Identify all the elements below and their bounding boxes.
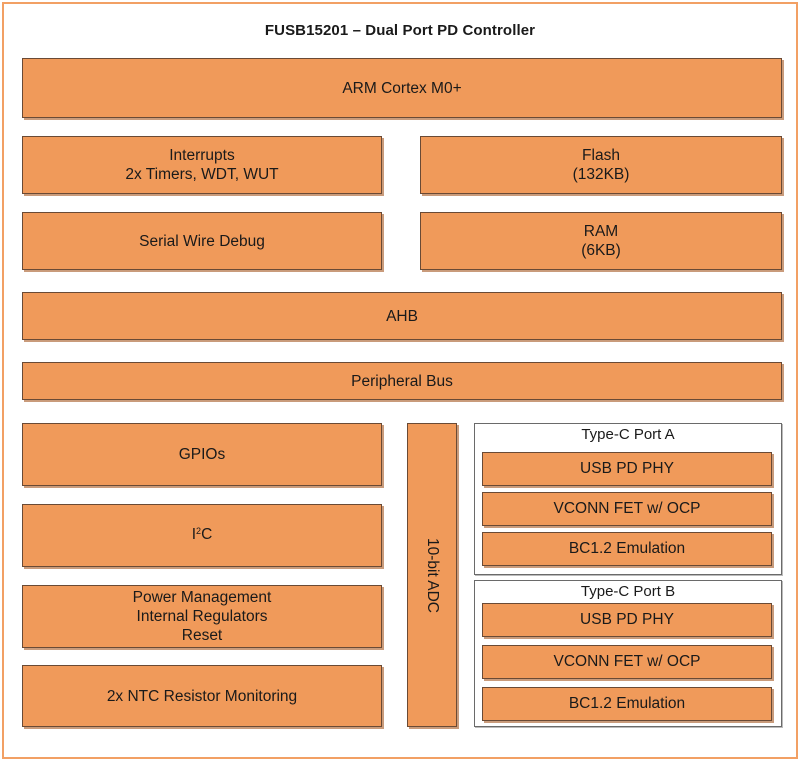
flash-label: Flash: [582, 147, 620, 164]
i2c-block: I2C: [22, 504, 382, 567]
ntc-monitoring-block: 2x NTC Resistor Monitoring: [22, 665, 382, 727]
ntc-monitoring-label: 2x NTC Resistor Monitoring: [106, 687, 298, 705]
port-a-vconn-fet: VCONN FET w/ OCP: [482, 492, 772, 526]
port-a-title: Type-C Port A: [581, 426, 675, 443]
ram-size-label: (6KB): [581, 242, 621, 259]
gpios-block: GPIOs: [22, 423, 382, 486]
port-b-bc12-emulation: BC1.2 Emulation: [482, 687, 772, 721]
ram-label: RAM: [583, 223, 619, 240]
type-c-port-a: Type-C Port A USB PD PHY VCONN FET w/ OC…: [474, 423, 782, 575]
port-a-usb-pd-phy: USB PD PHY: [482, 452, 772, 486]
port-b-title: Type-C Port B: [580, 583, 676, 600]
port-b-usb-pd-phy: USB PD PHY: [482, 603, 772, 637]
timers-label: 2x Timers, WDT, WUT: [125, 166, 279, 183]
power-management-label: Power Management: [132, 589, 272, 606]
adc-block: 10-bit ADC: [407, 423, 457, 727]
interrupts-block: Interrupts 2x Timers, WDT, WUT: [22, 136, 382, 194]
flash-size-label: (132KB): [572, 166, 630, 183]
type-c-port-b: Type-C Port B USB PD PHY VCONN FET w/ OC…: [474, 580, 782, 727]
arm-cortex-label: ARM Cortex M0+: [342, 79, 462, 97]
power-management-block: Power Management Internal Regulators Res…: [22, 585, 382, 648]
arm-cortex-block: ARM Cortex M0+: [22, 58, 782, 118]
interrupts-label: Interrupts: [169, 147, 235, 164]
port-b-vconn-fet: VCONN FET w/ OCP: [482, 645, 772, 679]
peripheral-bus-block: Peripheral Bus: [22, 362, 782, 400]
port-a-bc12-emulation: BC1.2 Emulation: [482, 532, 772, 566]
peripheral-bus-label: Peripheral Bus: [351, 372, 453, 390]
i2c-label: I2C: [191, 526, 213, 543]
ahb-label: AHB: [386, 307, 418, 325]
reset-label: Reset: [181, 627, 223, 644]
adc-label: 10-bit ADC: [423, 537, 441, 613]
diagram-title: FUSB15201 – Dual Port PD Controller: [264, 22, 536, 39]
gpios-label: GPIOs: [178, 446, 226, 463]
ram-block: RAM (6KB): [420, 212, 782, 270]
internal-regulators-label: Internal Regulators: [136, 608, 268, 625]
ahb-block: AHB: [22, 292, 782, 340]
flash-block: Flash (132KB): [420, 136, 782, 194]
serial-wire-debug-label: Serial Wire Debug: [139, 232, 265, 250]
serial-wire-debug-block: Serial Wire Debug: [22, 212, 382, 270]
